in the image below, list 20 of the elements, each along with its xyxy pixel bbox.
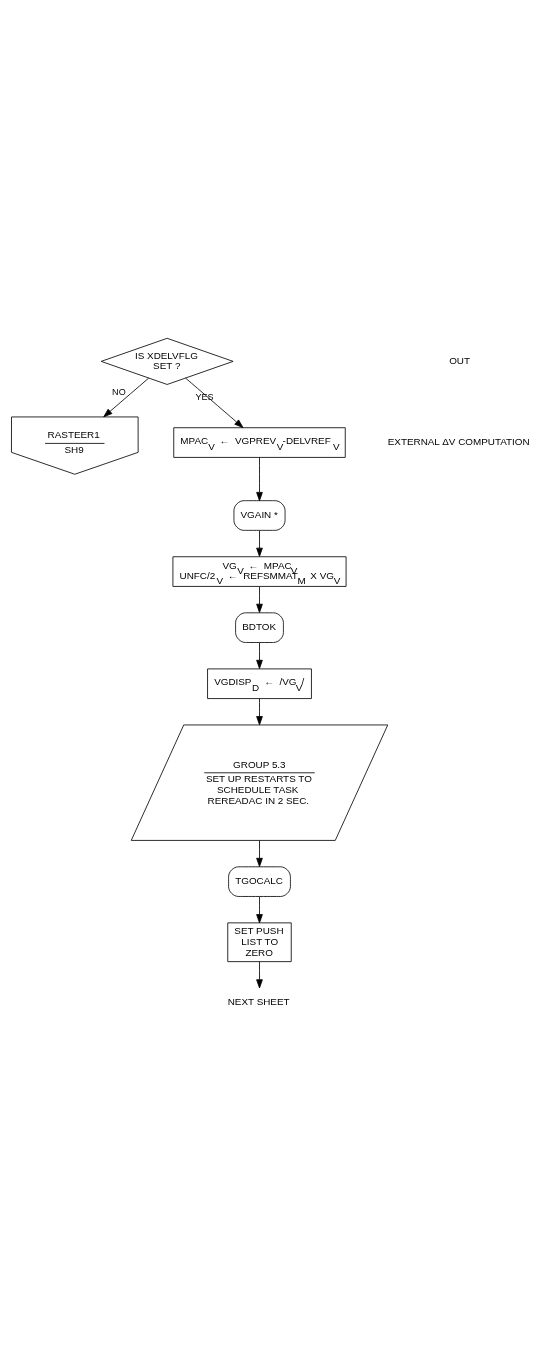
arrow (256, 586, 263, 613)
arrow (256, 840, 263, 867)
arrow (256, 642, 263, 669)
arrow (256, 530, 263, 557)
arrow (256, 698, 263, 726)
arrow (103, 377, 150, 418)
node-box: TGOCALC (228, 866, 291, 897)
node-diamond: IS XDELVFLG SET ? (100, 337, 234, 385)
arrow (185, 377, 244, 428)
label: EXTERNAL ΔV COMPUTATION (387, 436, 530, 448)
edge-label: NO (112, 386, 126, 397)
edge-label: YES (195, 392, 214, 403)
label: OUT (449, 354, 471, 366)
node-box: VGAIN * (233, 500, 286, 531)
arrow (256, 896, 263, 924)
node-box: BDTOK (235, 612, 284, 643)
node-text: NEXT SHEET (227, 996, 290, 1008)
node-box: SET PUSH LIST TO ZERO (227, 922, 292, 963)
arrow (256, 961, 263, 989)
arrow (256, 457, 263, 502)
